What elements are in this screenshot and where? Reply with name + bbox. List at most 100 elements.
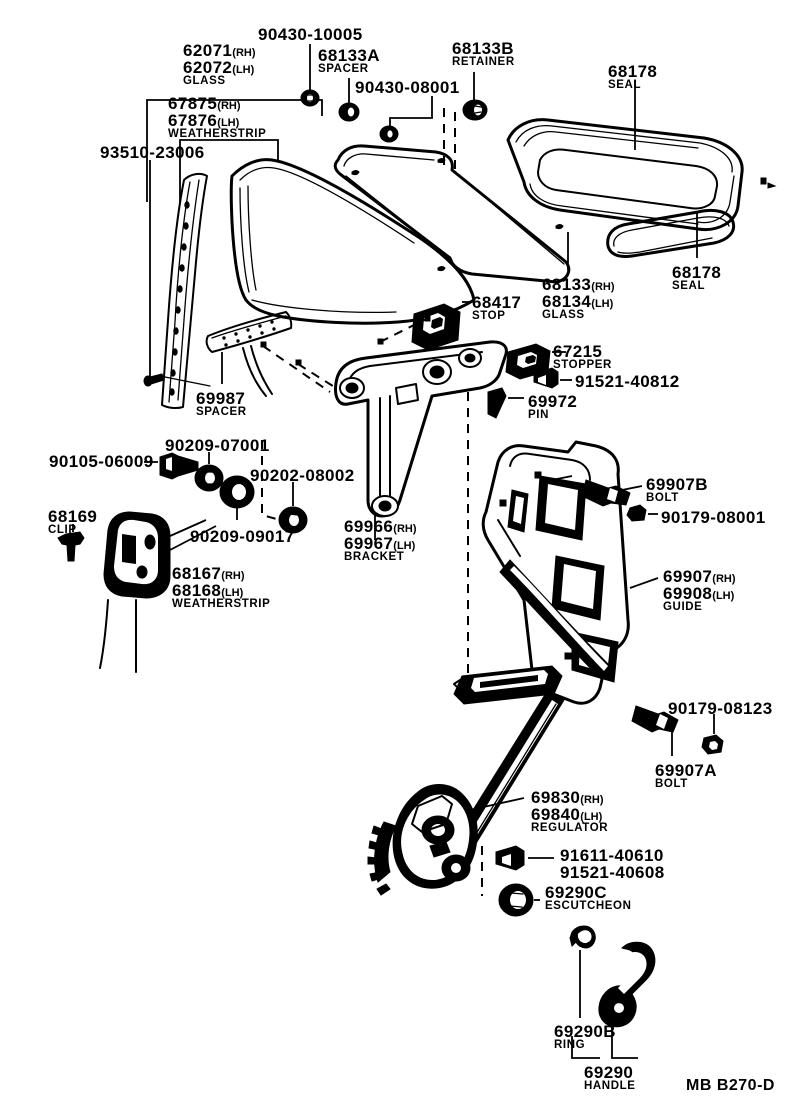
part-67215-stopper	[505, 343, 551, 380]
part-description: RETAINER	[452, 56, 515, 68]
part-68169-clip	[57, 531, 85, 562]
fastener-69907B-bolt	[581, 479, 631, 507]
part-description: STOP	[472, 310, 506, 322]
part-description: CLIP	[48, 524, 77, 536]
part-callout: 90179-08123	[668, 700, 773, 717]
part-number: 68168(LH)	[172, 581, 244, 600]
part-number: 69290B	[554, 1022, 616, 1041]
part-number: 68178	[608, 62, 658, 81]
part-number: 93510-23006	[100, 143, 205, 162]
part-number: 68167(RH)	[172, 564, 245, 583]
part-callout: 90430-10005	[258, 26, 363, 43]
part-number: 69966(RH)	[344, 517, 417, 536]
part-callout: 67875(RH)67876(LH)WEATHERSTRIP	[168, 95, 266, 141]
part-number: 69972	[528, 392, 578, 411]
part-number: 67875(RH)	[168, 94, 241, 113]
part-callout: 69966(RH)69967(LH)BRACKET	[344, 518, 417, 564]
part-side-suffix: (LH)	[217, 117, 240, 129]
part-description: WEATHERSTRIP	[172, 598, 271, 610]
part-number: 62071(RH)	[183, 41, 256, 60]
part-description: REGULATOR	[531, 822, 609, 834]
part-description: BOLT	[655, 778, 688, 790]
part-69972-pin	[487, 387, 507, 419]
part-number: 69967(LH)	[344, 534, 416, 553]
part-side-suffix: (RH)	[232, 47, 256, 59]
part-side-suffix: (RH)	[580, 794, 604, 806]
part-number: 69290C	[545, 883, 607, 902]
fastener-91521-40812	[533, 367, 559, 389]
part-68417-stop	[411, 303, 461, 351]
part-callout: 90430-08001	[355, 79, 460, 96]
part-number: 69987	[196, 389, 246, 408]
part-description: STOPPER	[553, 359, 612, 371]
part-number: 90179-08123	[668, 699, 773, 718]
part-69966-bracket	[334, 340, 508, 518]
part-callout: 68167(RH)68168(LH)WEATHERSTRIP	[172, 565, 270, 611]
part-description: BOLT	[646, 492, 679, 504]
part-description: ESCUTCHEON	[545, 900, 632, 912]
part-number: 62072(LH)	[183, 58, 255, 77]
part-callout: 62071(RH)62072(LH)GLASS	[183, 42, 256, 88]
part-description: GLASS	[542, 309, 585, 321]
part-callout: 69907(RH)69908(LH)GUIDE	[663, 568, 736, 614]
part-number: 68133(RH)	[542, 275, 615, 294]
part-number: 68133A	[318, 46, 380, 65]
part-callout: 69830(RH)69840(LH)REGULATOR	[531, 789, 608, 835]
part-description: SPACER	[196, 406, 247, 418]
part-number: 68169	[48, 507, 98, 526]
part-side-suffix: (RH)	[221, 570, 245, 582]
part-number: 67215	[553, 342, 603, 361]
part-number: 69908(LH)	[663, 584, 735, 603]
part-callout: 91521-40812	[575, 373, 680, 390]
part-description: SPACER	[318, 63, 369, 75]
part-number: 90105-06009	[49, 452, 154, 471]
part-description: HANDLE	[584, 1080, 636, 1092]
part-number: 68178	[672, 263, 722, 282]
part-number: 68133B	[452, 39, 514, 58]
fastener-90209-07001	[194, 464, 224, 492]
diagram-code: MB B270-D	[686, 1077, 775, 1094]
part-description: RING	[554, 1039, 586, 1051]
part-69290C-escutcheon	[498, 883, 534, 917]
part-callout: 90202-08002	[250, 467, 355, 484]
fastener-68133B	[462, 99, 488, 121]
fastener-90430-10005	[300, 89, 320, 107]
part-callout: 68133(RH)68134(LH)GLASS	[542, 276, 615, 322]
part-side-suffix: (RH)	[393, 523, 417, 535]
registration-mark	[760, 177, 777, 189]
fastener-90430-08001	[379, 125, 399, 143]
part-side-suffix: (RH)	[217, 100, 241, 112]
part-side-suffix: (LH)	[591, 298, 614, 310]
part-number: 68134(LH)	[542, 292, 614, 311]
part-side-suffix: (RH)	[591, 281, 615, 293]
part-regulator-body	[367, 784, 478, 896]
part-side-suffix: (LH)	[580, 811, 603, 823]
fastener-91611-40610	[495, 845, 525, 871]
part-description: SEAL	[608, 79, 642, 91]
part-number: 69907(RH)	[663, 567, 736, 586]
part-description: WEATHERSTRIP	[168, 128, 267, 140]
part-number: 91521-40608	[560, 863, 665, 882]
fastener-68133A	[338, 102, 360, 122]
part-side-suffix: (LH)	[232, 64, 255, 76]
part-number: 69907A	[655, 761, 717, 780]
part-callout: 90209-07001	[165, 437, 270, 454]
part-number: 90202-08002	[250, 466, 355, 485]
fastener-90202-08002	[278, 506, 308, 534]
part-side-suffix: (LH)	[393, 540, 416, 552]
part-68167-weatherstrip	[103, 511, 171, 599]
